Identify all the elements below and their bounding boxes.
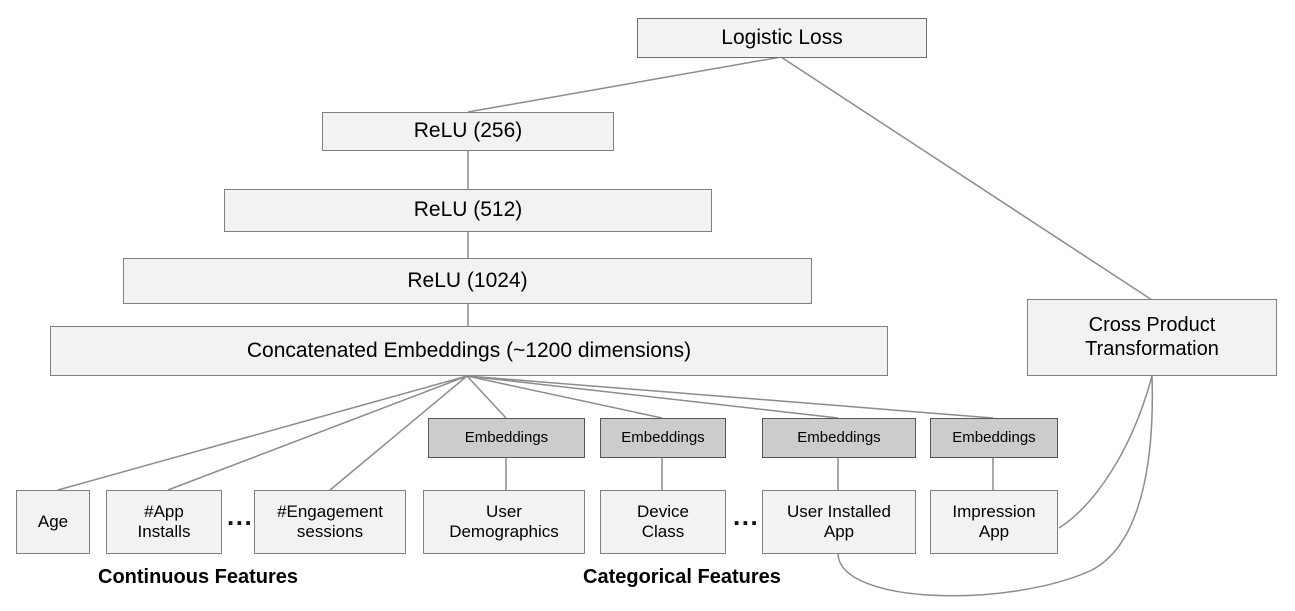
node-embeddings-4-label: Embeddings: [952, 429, 1036, 447]
node-relu-1024[interactable]: ReLU (1024): [123, 258, 812, 304]
node-logistic-loss[interactable]: Logistic Loss: [637, 18, 927, 58]
node-relu-1024-label: ReLU (1024): [407, 268, 528, 292]
group-label-continuous-features: Continuous Features: [98, 566, 299, 588]
edge-concat-to-appinstalls: [167, 375, 468, 491]
node-cross-product-transformation[interactable]: Cross Product Transformation: [1027, 299, 1277, 376]
edge-concat-to-emb2: [466, 375, 663, 419]
node-feature-app-installs-line1: #App: [144, 501, 184, 521]
node-feature-user-demographics-line2: Demographics: [449, 522, 559, 541]
edge-concat-to-age: [57, 375, 468, 491]
node-feature-engagement-sessions-line2: sessions: [296, 522, 364, 541]
node-embeddings-3-label: Embeddings: [797, 429, 881, 447]
node-feature-device-class-line2: Class: [641, 522, 685, 541]
node-feature-age-label: Age: [37, 511, 69, 531]
edge-loss-to-relu256: [467, 56, 782, 113]
edge-impressionapp-to-crossproduct: [1058, 375, 1153, 529]
edge-userinstalledapp-to-crossproduct: [837, 375, 1154, 597]
node-feature-engagement-sessions-line1: #Engagement: [277, 501, 383, 521]
node-cross-product-line2: Transformation: [1085, 337, 1219, 360]
ellipsis-continuous: ...: [227, 501, 254, 531]
node-relu-256-label: ReLU (256): [413, 119, 523, 143]
node-relu-256[interactable]: ReLU (256): [322, 112, 614, 151]
node-feature-engagement-sessions[interactable]: #Engagement sessions: [254, 490, 406, 554]
node-feature-user-installed-app[interactable]: User Installed App: [762, 490, 916, 554]
edge-concat-to-emb3: [466, 375, 839, 419]
node-embeddings-4[interactable]: Embeddings: [930, 418, 1058, 458]
node-cross-product-line1: Cross Product: [1088, 313, 1216, 336]
node-feature-impression-app-line1: Impression: [952, 501, 1036, 521]
node-feature-user-demographics[interactable]: User Demographics: [423, 490, 585, 554]
node-embeddings-1[interactable]: Embeddings: [428, 418, 585, 458]
node-embeddings-3[interactable]: Embeddings: [762, 418, 916, 458]
node-relu-512[interactable]: ReLU (512): [224, 189, 712, 232]
node-feature-user-demographics-line1: User: [486, 501, 522, 521]
node-feature-user-installed-app-line1: User Installed: [787, 501, 891, 521]
node-concatenated-embeddings-label: Concatenated Embeddings (~1200 dimension…: [246, 338, 692, 362]
node-feature-impression-app-line2: App: [978, 522, 1010, 541]
node-embeddings-1-label: Embeddings: [464, 429, 549, 447]
edge-concat-to-emb4: [466, 375, 994, 419]
node-feature-device-class[interactable]: Device Class: [600, 490, 726, 554]
node-concatenated-embeddings[interactable]: Concatenated Embeddings (~1200 dimension…: [50, 326, 888, 376]
node-feature-app-installs[interactable]: #App Installs: [106, 490, 222, 554]
edge-loss-to-crossproduct: [780, 56, 1153, 301]
node-logistic-loss-label: Logistic Loss: [721, 25, 843, 49]
edge-concat-to-emb1: [466, 375, 507, 419]
group-label-categorical-features: Categorical Features: [583, 566, 781, 588]
node-feature-device-class-line1: Device: [637, 501, 689, 521]
node-relu-512-label: ReLU (512): [413, 198, 523, 222]
node-feature-age[interactable]: Age: [16, 490, 90, 554]
node-embeddings-2[interactable]: Embeddings: [600, 418, 726, 458]
node-embeddings-2-label: Embeddings: [621, 429, 705, 447]
ellipsis-categorical: ...: [733, 501, 760, 531]
node-feature-user-installed-app-line2: App: [823, 522, 855, 541]
node-feature-app-installs-line2: Installs: [137, 522, 191, 541]
node-feature-impression-app[interactable]: Impression App: [930, 490, 1058, 554]
